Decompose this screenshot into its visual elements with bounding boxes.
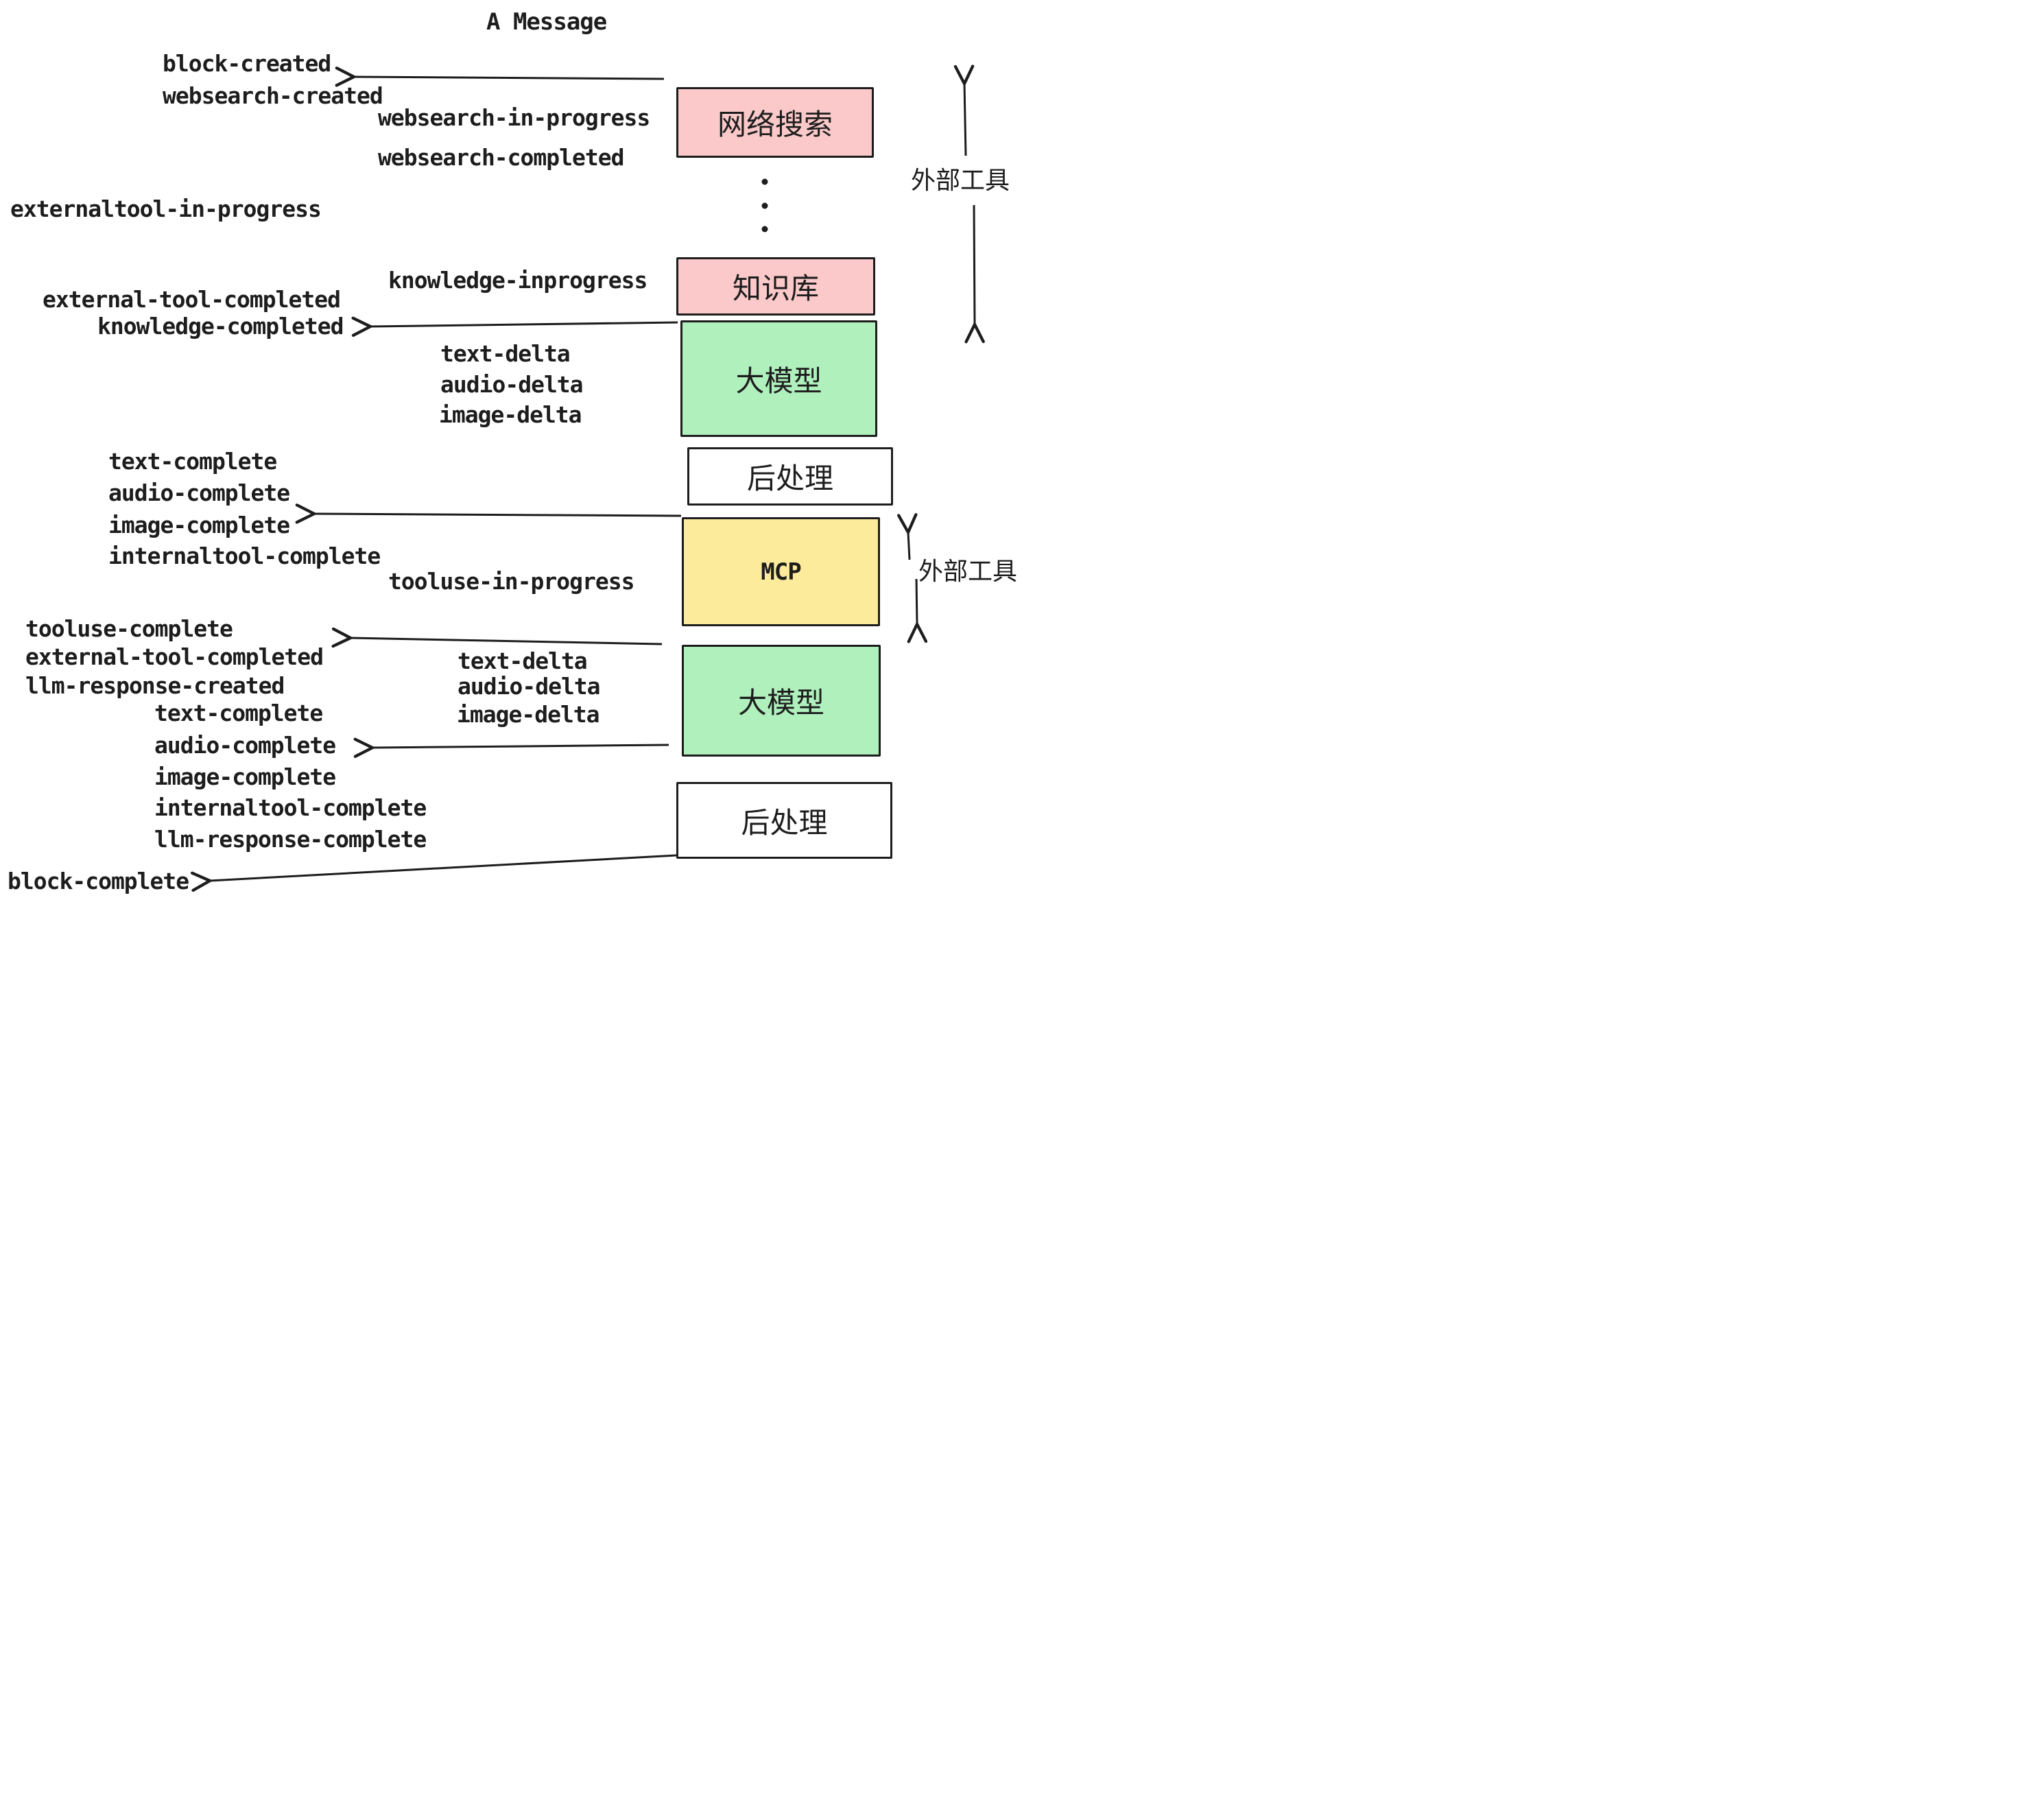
event-text-delta-2: text-delta xyxy=(457,647,588,674)
event-websearch-in-progress: websearch-in-progress xyxy=(378,104,650,131)
node-llm-2-label: 大模型 xyxy=(737,686,824,720)
node-llm-1: 大模型 xyxy=(680,320,877,437)
node-llm-2: 大模型 xyxy=(682,645,881,757)
arrow-to-audio-complete xyxy=(353,737,669,758)
event-knowledge-completed: knowledge-completed xyxy=(97,312,344,340)
diagram-title: A Message xyxy=(486,8,607,36)
node-mcp: MCP xyxy=(682,517,880,626)
event-external-tool-completed-1: external-tool-completed xyxy=(43,285,341,313)
arrow-external-tools-2-down xyxy=(907,578,928,643)
event-audio-delta-1: audio-delta xyxy=(440,370,584,398)
event-audio-complete-1: audio-complete xyxy=(108,479,290,506)
event-audio-delta-2: audio-delta xyxy=(457,672,601,700)
event-knowledge-inprogress: knowledge-inprogress xyxy=(388,266,647,294)
node-postprocess-2: 后处理 xyxy=(676,782,892,859)
vertical-ellipsis xyxy=(761,178,768,233)
event-image-complete-1: image-complete xyxy=(108,511,290,538)
arrow-to-tooluse-complete xyxy=(331,627,663,648)
arrow-external-tools-1-up xyxy=(953,64,975,156)
event-image-delta-1: image-delta xyxy=(439,401,582,428)
node-postprocess-1: 后处理 xyxy=(687,447,893,506)
event-block-complete: block-complete xyxy=(8,867,189,894)
event-websearch-created: websearch-created xyxy=(163,82,383,109)
node-knowledge: 知识库 xyxy=(676,257,875,316)
event-llm-response-created: llm-response-created xyxy=(25,672,285,699)
arrow-to-image-complete xyxy=(295,503,682,524)
node-mcp-label: MCP xyxy=(761,558,801,586)
event-image-complete-2: image-complete xyxy=(154,763,336,790)
event-text-complete-2: text-complete xyxy=(154,699,323,726)
event-tooluse-in-progress: tooluse-in-progress xyxy=(388,567,634,595)
node-websearch-label: 网络搜索 xyxy=(717,108,833,141)
event-llm-response-complete: llm-response-complete xyxy=(154,825,427,853)
event-text-complete-1: text-complete xyxy=(108,447,277,475)
arrow-to-knowledge-completed xyxy=(351,316,678,337)
arrow-to-block-complete xyxy=(190,854,677,892)
node-websearch: 网络搜索 xyxy=(676,87,874,158)
node-postprocess-2-label: 后处理 xyxy=(741,805,828,840)
node-knowledge-label: 知识库 xyxy=(732,272,819,305)
event-tooluse-complete: tooluse-complete xyxy=(25,615,233,642)
event-websearch-completed: websearch-completed xyxy=(378,143,624,171)
node-llm-1-label: 大模型 xyxy=(735,364,822,398)
event-text-delta-1: text-delta xyxy=(440,340,571,367)
arrow-external-tools-2-up xyxy=(896,513,918,560)
annotation-external-tools-1: 外部工具 xyxy=(911,167,1010,195)
arrow-external-tools-1-down xyxy=(964,204,985,344)
event-internaltool-complete-2: internaltool-complete xyxy=(154,794,427,821)
arrow-to-block-created xyxy=(335,67,665,87)
node-postprocess-1-label: 后处理 xyxy=(746,462,833,495)
annotation-external-tools-2: 外部工具 xyxy=(918,558,1018,586)
event-internaltool-complete-1: internaltool-complete xyxy=(108,542,381,569)
event-image-delta-2: image-delta xyxy=(457,700,600,728)
event-external-tool-completed-2: external-tool-completed xyxy=(25,643,324,670)
event-externaltool-in-progress: externaltool-in-progress xyxy=(10,195,322,222)
event-audio-complete-2: audio-complete xyxy=(154,731,336,759)
sequence-diagram: A Message block-created websearch-create… xyxy=(0,0,1022,902)
event-block-created: block-created xyxy=(163,49,331,77)
